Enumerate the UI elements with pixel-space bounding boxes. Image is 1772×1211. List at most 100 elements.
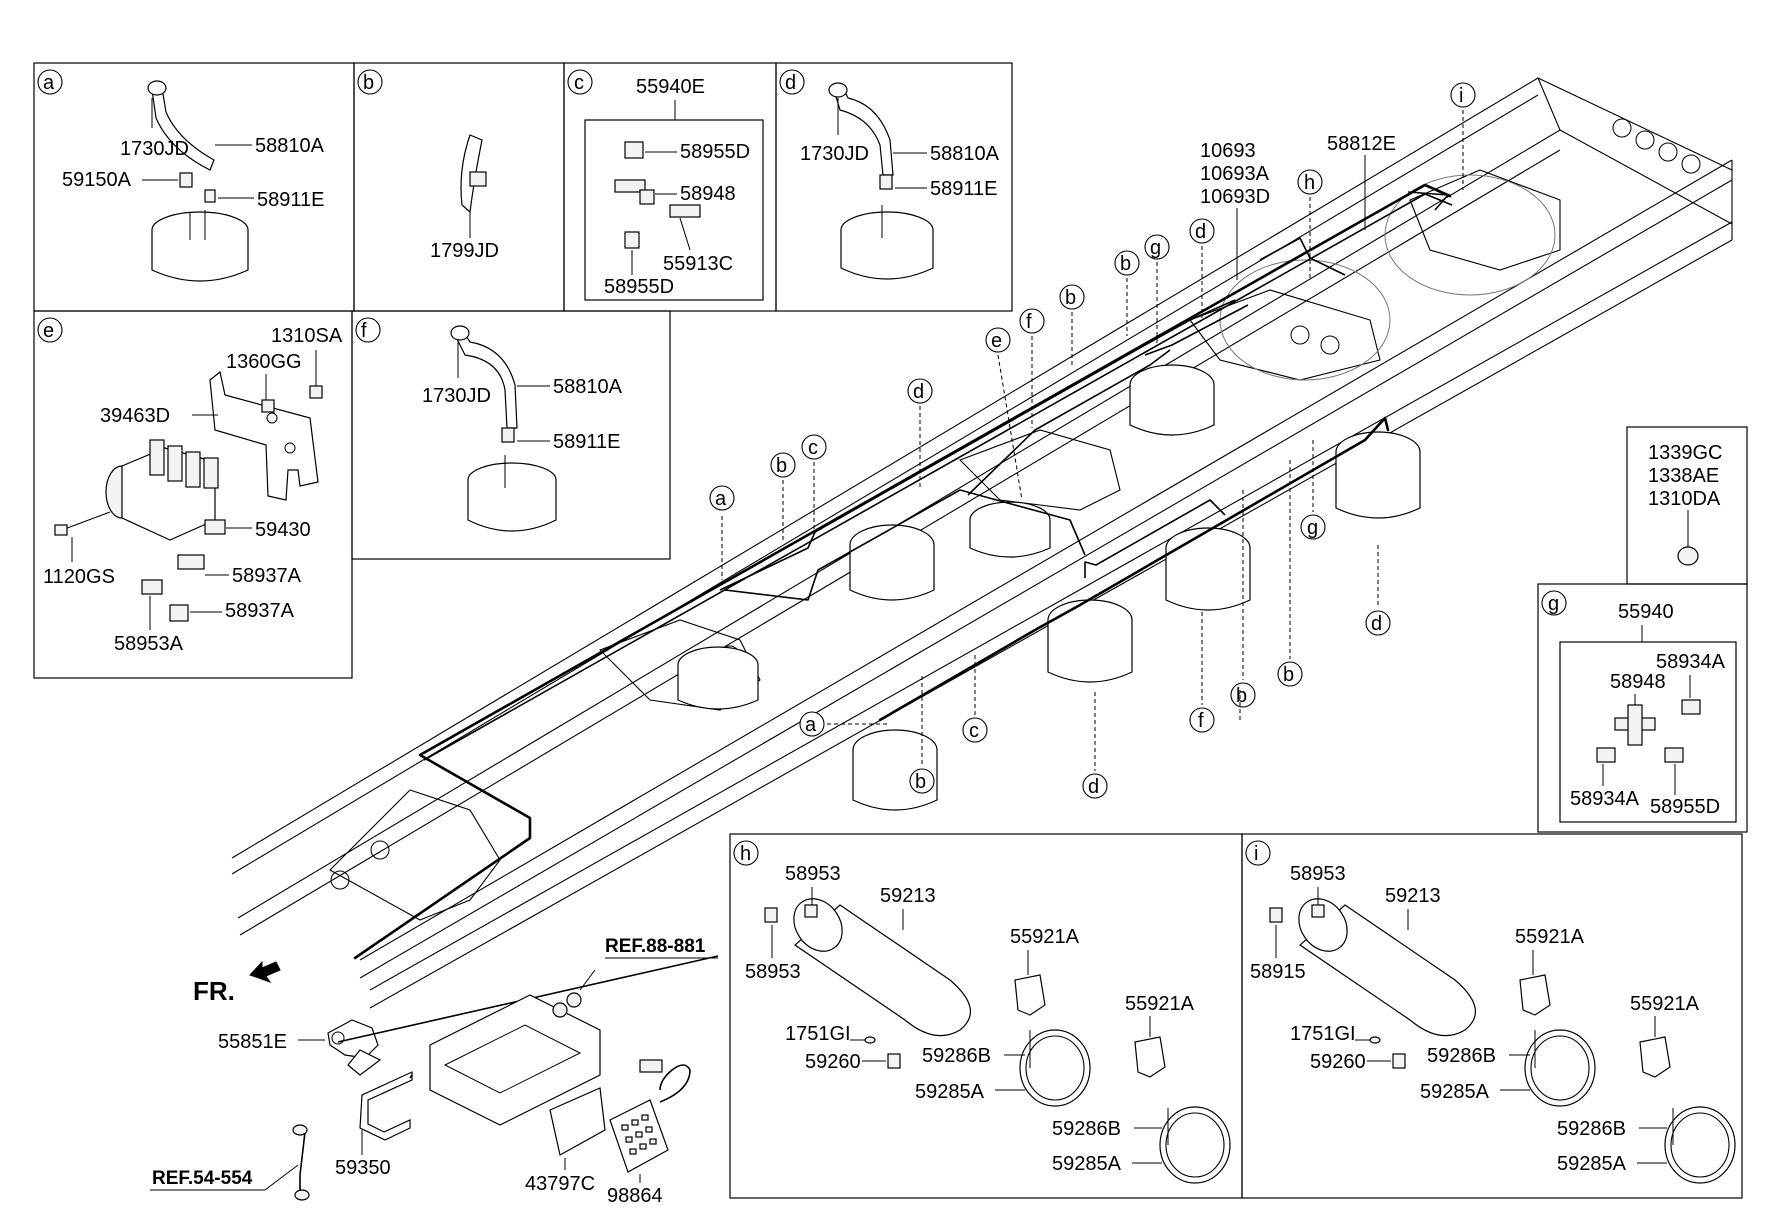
svg-text:58955D: 58955D <box>604 276 674 298</box>
svg-text:1751GI: 1751GI <box>785 1023 851 1045</box>
svg-text:43797C: 43797C <box>525 1173 595 1195</box>
svg-text:58955D: 58955D <box>680 141 750 163</box>
svg-text:e: e <box>991 330 1002 352</box>
callout-h: h <box>1297 169 1323 280</box>
air-spring <box>852 729 938 811</box>
svg-text:55913C: 55913C <box>663 253 733 275</box>
callout-b: b <box>1059 284 1085 368</box>
callout-g: g <box>1144 234 1170 345</box>
svg-text:1310DA: 1310DA <box>1648 488 1721 510</box>
chassis-frame <box>231 77 1733 1009</box>
tee-fitting <box>614 141 701 249</box>
panel-g: g 55940 58934A 58948 58934A 58955D <box>1537 583 1748 833</box>
callout-f: f <box>1189 612 1215 733</box>
svg-text:58953: 58953 <box>745 961 801 983</box>
svg-text:b: b <box>1065 287 1076 309</box>
callout-a: a <box>709 485 735 580</box>
panel-f: f 1730JD 58810A 58911E <box>351 310 671 560</box>
panel-c: c 55940E 58955D 58948 55913C 58955D <box>563 62 777 312</box>
svg-text:55921A: 55921A <box>1515 926 1585 948</box>
panel-a: a 1730JD 58810A 59150A 58911E <box>33 62 355 312</box>
svg-text:d: d <box>1195 221 1206 243</box>
svg-text:59286B: 59286B <box>922 1045 991 1067</box>
svg-text:b: b <box>363 72 374 94</box>
svg-text:1730JD: 1730JD <box>120 138 189 160</box>
svg-text:98864: 98864 <box>607 1185 663 1207</box>
front-direction-arrow-icon <box>249 960 281 983</box>
svg-text:b: b <box>1236 685 1247 707</box>
air-tank <box>1298 898 1476 1037</box>
svg-text:55921A: 55921A <box>1010 926 1080 948</box>
callout-b: b <box>1277 460 1303 687</box>
svg-text:58937A: 58937A <box>225 600 295 622</box>
svg-text:58810A: 58810A <box>930 143 1000 165</box>
svg-text:a: a <box>43 72 55 94</box>
svg-text:d: d <box>913 381 924 403</box>
svg-text:58948: 58948 <box>1610 671 1666 693</box>
panel-d: d 1730JD 58810A 58911E <box>775 62 1013 312</box>
callout-f: f <box>1019 308 1045 428</box>
svg-text:59213: 59213 <box>880 885 936 907</box>
svg-text:55940: 55940 <box>1618 601 1674 623</box>
svg-text:58812E: 58812E <box>1327 133 1396 155</box>
svg-text:59350: 59350 <box>335 1157 391 1179</box>
panel-h: h 58953 59213 58953 55921A 55921A 1751GI… <box>729 833 1243 1199</box>
svg-text:d: d <box>1088 776 1099 798</box>
svg-text:55851E: 55851E <box>218 1031 287 1053</box>
svg-text:58937A: 58937A <box>232 565 302 587</box>
air-spring <box>1047 599 1133 683</box>
callout-g: g <box>1300 440 1326 540</box>
svg-text:g: g <box>1548 593 1559 615</box>
svg-text:58911E: 58911E <box>553 431 620 453</box>
cross-member <box>329 789 501 921</box>
svg-text:10693: 10693 <box>1200 140 1256 162</box>
svg-text:58810A: 58810A <box>553 376 623 398</box>
svg-text:f: f <box>1198 710 1204 732</box>
svg-text:b: b <box>1283 664 1294 686</box>
callout-d: d <box>1189 218 1215 318</box>
svg-text:58911E: 58911E <box>930 178 997 200</box>
air-spring <box>677 646 759 710</box>
panel-e: e 1310SA 1360GG 39463D 59430 1120GS 5 <box>33 310 353 679</box>
svg-text:f: f <box>361 320 367 342</box>
svg-text:d: d <box>785 72 796 94</box>
callout-c: c <box>962 655 988 743</box>
svg-text:REF.54-554: REF.54-554 <box>152 1168 253 1189</box>
svg-text:59285A: 59285A <box>1557 1153 1627 1175</box>
svg-text:c: c <box>574 72 584 94</box>
air-line-main <box>353 183 1453 960</box>
svg-text:58915: 58915 <box>1250 961 1306 983</box>
svg-text:10693D: 10693D <box>1200 186 1270 208</box>
svg-text:1120GS: 1120GS <box>43 566 115 588</box>
svg-text:58953A: 58953A <box>114 633 184 655</box>
rear-crossmember-holes <box>1612 118 1701 174</box>
svg-text:59150A: 59150A <box>62 169 132 191</box>
svg-text:59286B: 59286B <box>1427 1045 1496 1067</box>
remote-controller: 98864 <box>607 1059 691 1207</box>
cross-member <box>1409 169 1561 271</box>
svg-text:g: g <box>1150 237 1161 259</box>
air-spring <box>1129 364 1215 436</box>
svg-text:h: h <box>740 843 751 865</box>
svg-text:58953: 58953 <box>1290 863 1346 885</box>
svg-text:1338AE: 1338AE <box>1648 465 1719 487</box>
svg-text:59260: 59260 <box>1310 1051 1366 1073</box>
height-control-valve <box>105 439 226 541</box>
svg-text:1730JD: 1730JD <box>422 385 491 407</box>
svg-text:f: f <box>1026 311 1032 333</box>
svg-text:a: a <box>805 714 817 736</box>
callout-i: i <box>1450 82 1476 190</box>
svg-text:b: b <box>915 771 926 793</box>
panel-i: i 58953 59213 58915 55921A 55921A 1751GI… <box>1241 833 1743 1199</box>
cross-member <box>1189 289 1381 381</box>
svg-text:1339GC: 1339GC <box>1648 442 1723 464</box>
svg-text:1310SA: 1310SA <box>271 325 343 347</box>
hardware-panel: 1339GC 1338AE 1310DA <box>1626 426 1748 585</box>
svg-text:59213: 59213 <box>1385 885 1441 907</box>
svg-text:b: b <box>776 455 787 477</box>
svg-text:55940E: 55940E <box>636 76 705 98</box>
svg-text:10693A: 10693A <box>1200 163 1270 185</box>
svg-text:e: e <box>43 320 54 342</box>
svg-text:59260: 59260 <box>805 1051 861 1073</box>
svg-text:1751GI: 1751GI <box>1290 1023 1356 1045</box>
